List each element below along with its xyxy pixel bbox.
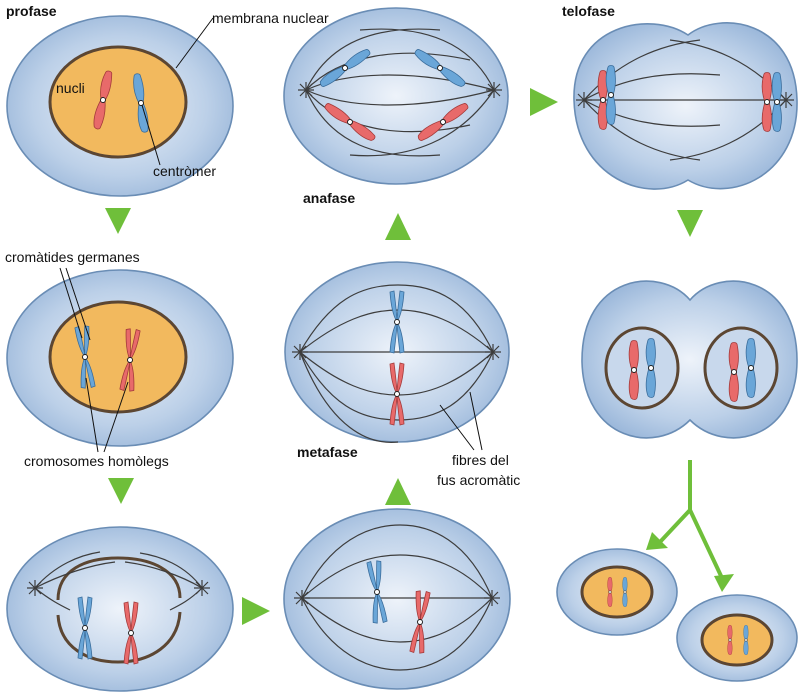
arrow-down-1 [105,208,131,234]
title-telofase: telofase [562,3,615,19]
label-membrana-nuclear: membrana nuclear [212,10,329,26]
prophase-cell-2 [6,269,234,447]
metaphase-cell-1 [284,261,510,443]
label-centromer: centròmer [153,163,216,179]
arrow-right-1 [242,597,270,625]
label-nucli: nucli [56,80,85,96]
arrow-down-3 [677,210,703,237]
label-fibres-1: fibres del [452,452,509,468]
daughter-cell-2 [676,594,798,682]
leader-cromatides [59,267,91,341]
arrow-up-2 [385,478,411,505]
cytokinesis-cell [581,280,798,439]
label-cromosomes-homolegs: cromosomes homòlegs [24,453,169,469]
label-fibres-2: fus acromàtic [437,472,520,488]
title-anafase: anafase [303,190,355,206]
anaphase-cell [283,7,509,185]
split-arrow [646,460,734,592]
metaphase-cell-2 [283,508,511,690]
arrow-right-2 [530,88,558,116]
leader-homolegs [85,377,129,453]
daughter-cell-1 [556,548,678,636]
telophase-cell [573,22,798,190]
prophase-cell-1 [6,15,234,197]
arrow-down-2 [108,478,134,504]
arrow-up-1 [385,213,411,240]
title-metafase: metafase [297,444,358,460]
prophase-cell-3 [6,526,234,692]
label-cromatides-germanes: cromàtides germanes [5,249,140,265]
title-profase: profase [6,3,57,19]
leader-fibres [439,391,483,451]
leader-centromer [141,104,161,166]
nucleus [48,45,188,159]
leader-membrana [175,17,214,69]
